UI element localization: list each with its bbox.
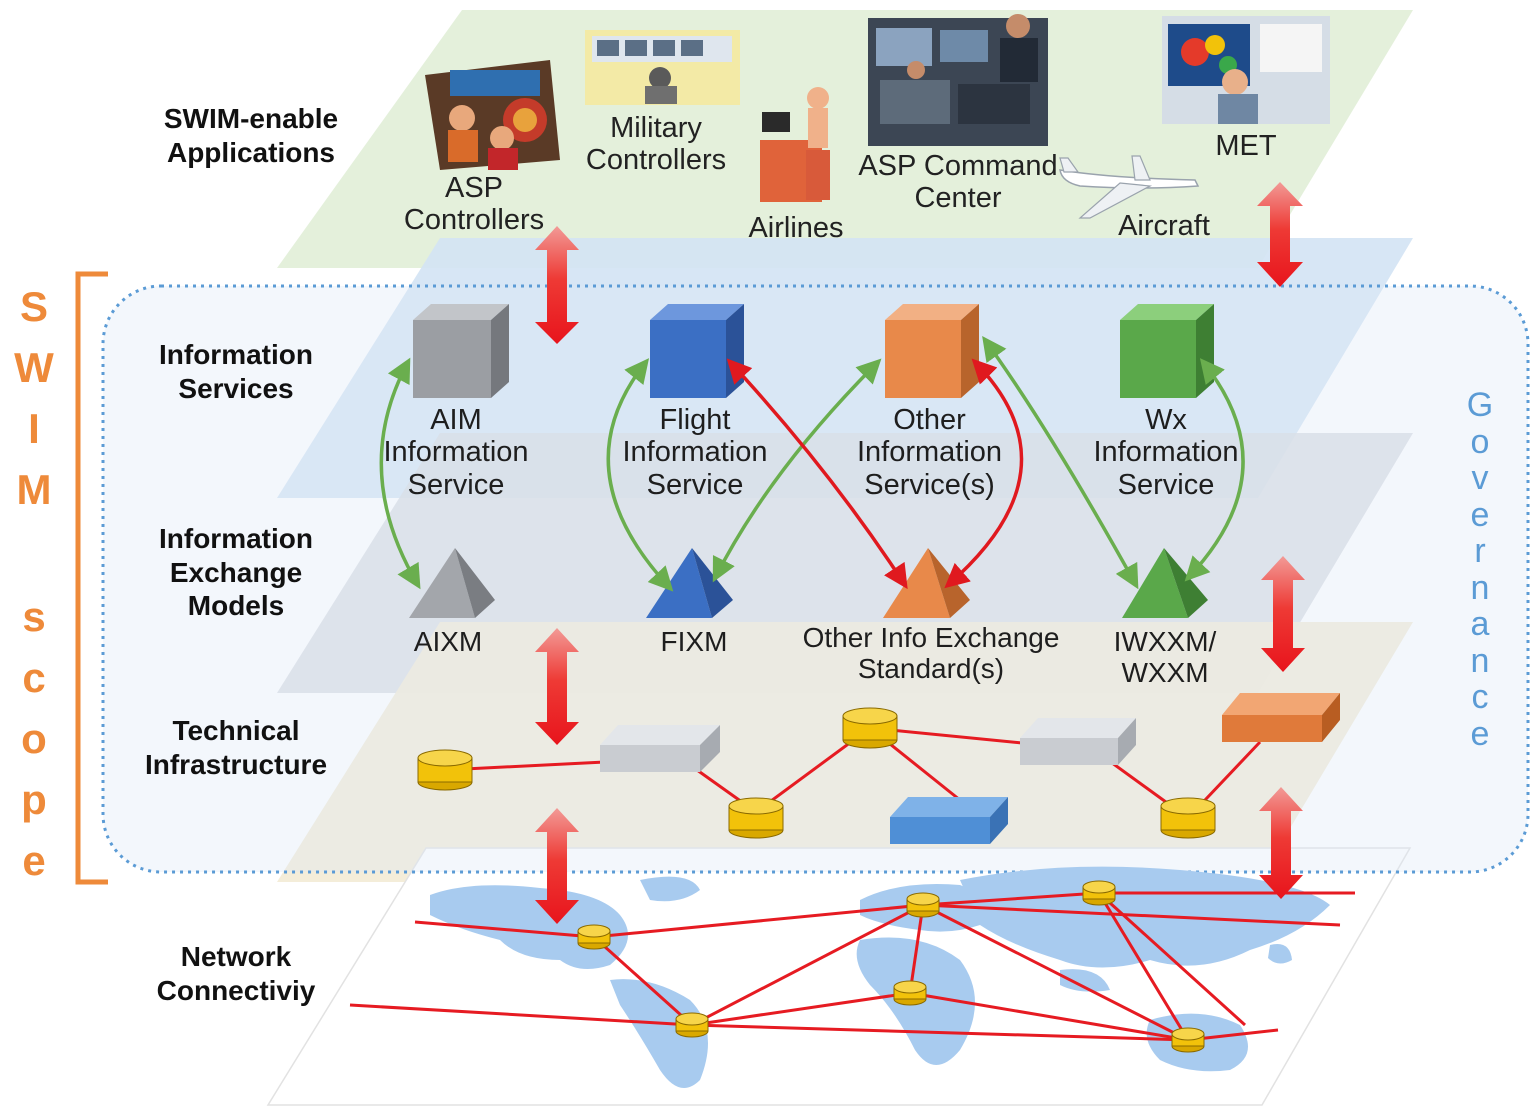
scope-letter: s: [22, 593, 46, 640]
infrastructure-nodes: [417, 707, 1216, 839]
service-label-flight: Flight Information Service: [622, 404, 768, 501]
governance-letter: e: [1470, 495, 1490, 534]
governance-letter: v: [1471, 459, 1489, 497]
scope-letter: p: [21, 776, 47, 823]
world-map: [430, 866, 1330, 1088]
layer-label-applications: SWIM-enable Applications: [163, 103, 339, 168]
swim-scope-label-bottom: s c o p e: [14, 596, 54, 901]
other-service-cube: [885, 304, 979, 398]
layer-arrow: [1261, 556, 1305, 672]
aircraft-illustration: [1059, 155, 1200, 219]
asp-command-center-photo: [868, 14, 1048, 146]
layer-arrow: [1257, 182, 1303, 287]
app-label-met: MET: [1215, 130, 1277, 162]
network-node: [906, 892, 940, 918]
layer-label-technical-infrastructure: Technical Infrastructure: [144, 715, 328, 780]
asp-controllers-illustration: [425, 60, 560, 170]
server-box-gray: [1020, 718, 1136, 765]
app-label-airlines: Airlines: [748, 212, 844, 244]
governance-letter: n: [1470, 641, 1490, 680]
database-cylinder: [842, 707, 898, 749]
swim-scope-label-top: S W I M: [14, 286, 54, 530]
database-cylinder: [1160, 797, 1216, 839]
network-node: [577, 924, 611, 950]
service-label-aim: AIM Information Service: [383, 404, 529, 501]
layer-label-network-connectivity: Network Connectiviy: [156, 941, 316, 1006]
scope-letter: W: [14, 344, 54, 391]
red-service-links: [726, 358, 1024, 590]
app-label-aircraft: Aircraft: [1118, 210, 1210, 242]
layer-arrow: [535, 808, 579, 924]
aixm-pyramid: [409, 548, 495, 618]
scope-letter: I: [28, 405, 40, 452]
database-cylinder: [728, 797, 784, 839]
governance-letter: c: [1471, 678, 1489, 716]
wx-service-cube: [1120, 304, 1214, 398]
governance-letter: r: [1474, 532, 1486, 570]
scope-letter: S: [19, 283, 48, 330]
layer-arrow: [535, 628, 579, 745]
database-cylinder: [417, 749, 473, 791]
scope-letter: M: [16, 466, 52, 513]
layer-label-exchange-models: Information Exchange Models: [159, 523, 313, 622]
fixm-pyramid: [646, 548, 733, 618]
airlines-illustration: [760, 87, 830, 202]
governance-letter: a: [1470, 605, 1490, 643]
scope-letter: c: [22, 654, 46, 701]
app-label-asp-command-center: ASP Command Center: [858, 150, 1058, 215]
network-node: [1082, 880, 1116, 906]
flight-service-cube: [650, 304, 744, 398]
network-node: [893, 980, 927, 1006]
governance-letter: n: [1470, 568, 1490, 607]
iwxxm-pyramid: [1122, 548, 1208, 618]
aim-service-cube: [413, 304, 509, 398]
network-node: [1171, 1027, 1205, 1053]
network-nodes: [577, 880, 1205, 1053]
met-weather-illustration: [1162, 16, 1330, 124]
service-label-other: Other Information Service(s): [856, 404, 1003, 501]
standard-label-iwxxm: IWXXM/ WXXM: [1113, 626, 1217, 689]
server-box-blue: [890, 797, 1008, 844]
governance-letter: o: [1470, 422, 1490, 461]
layer-arrow: [1259, 787, 1303, 899]
applications-plane: [277, 10, 1413, 268]
app-label-asp-controllers: ASP Controllers: [403, 172, 545, 237]
app-label-military-controllers: Military Controllers: [585, 112, 727, 177]
governance-letter: G: [1466, 386, 1494, 424]
scope-letter: o: [21, 715, 47, 762]
scope-letter: e: [22, 837, 46, 884]
layer-label-information-services: Information Services: [159, 339, 313, 404]
server-box-gray: [600, 725, 720, 772]
network-links: [349, 891, 1355, 1042]
network-node: [675, 1012, 709, 1038]
scope-bracket: [75, 271, 108, 885]
standard-label-other: Other Info Exchange Standard(s): [802, 622, 1060, 685]
layer-arrow: [535, 226, 579, 344]
governance-label: G o v e r n a n c e: [1462, 388, 1498, 753]
server-box-orange: [1222, 693, 1340, 742]
standard-label-aixm: AIXM: [413, 626, 483, 657]
military-controllers-illustration: [585, 30, 740, 105]
standard-label-fixm: FIXM: [660, 626, 728, 657]
service-label-wx: Wx Information Service: [1093, 404, 1239, 501]
governance-letter: e: [1470, 714, 1490, 753]
